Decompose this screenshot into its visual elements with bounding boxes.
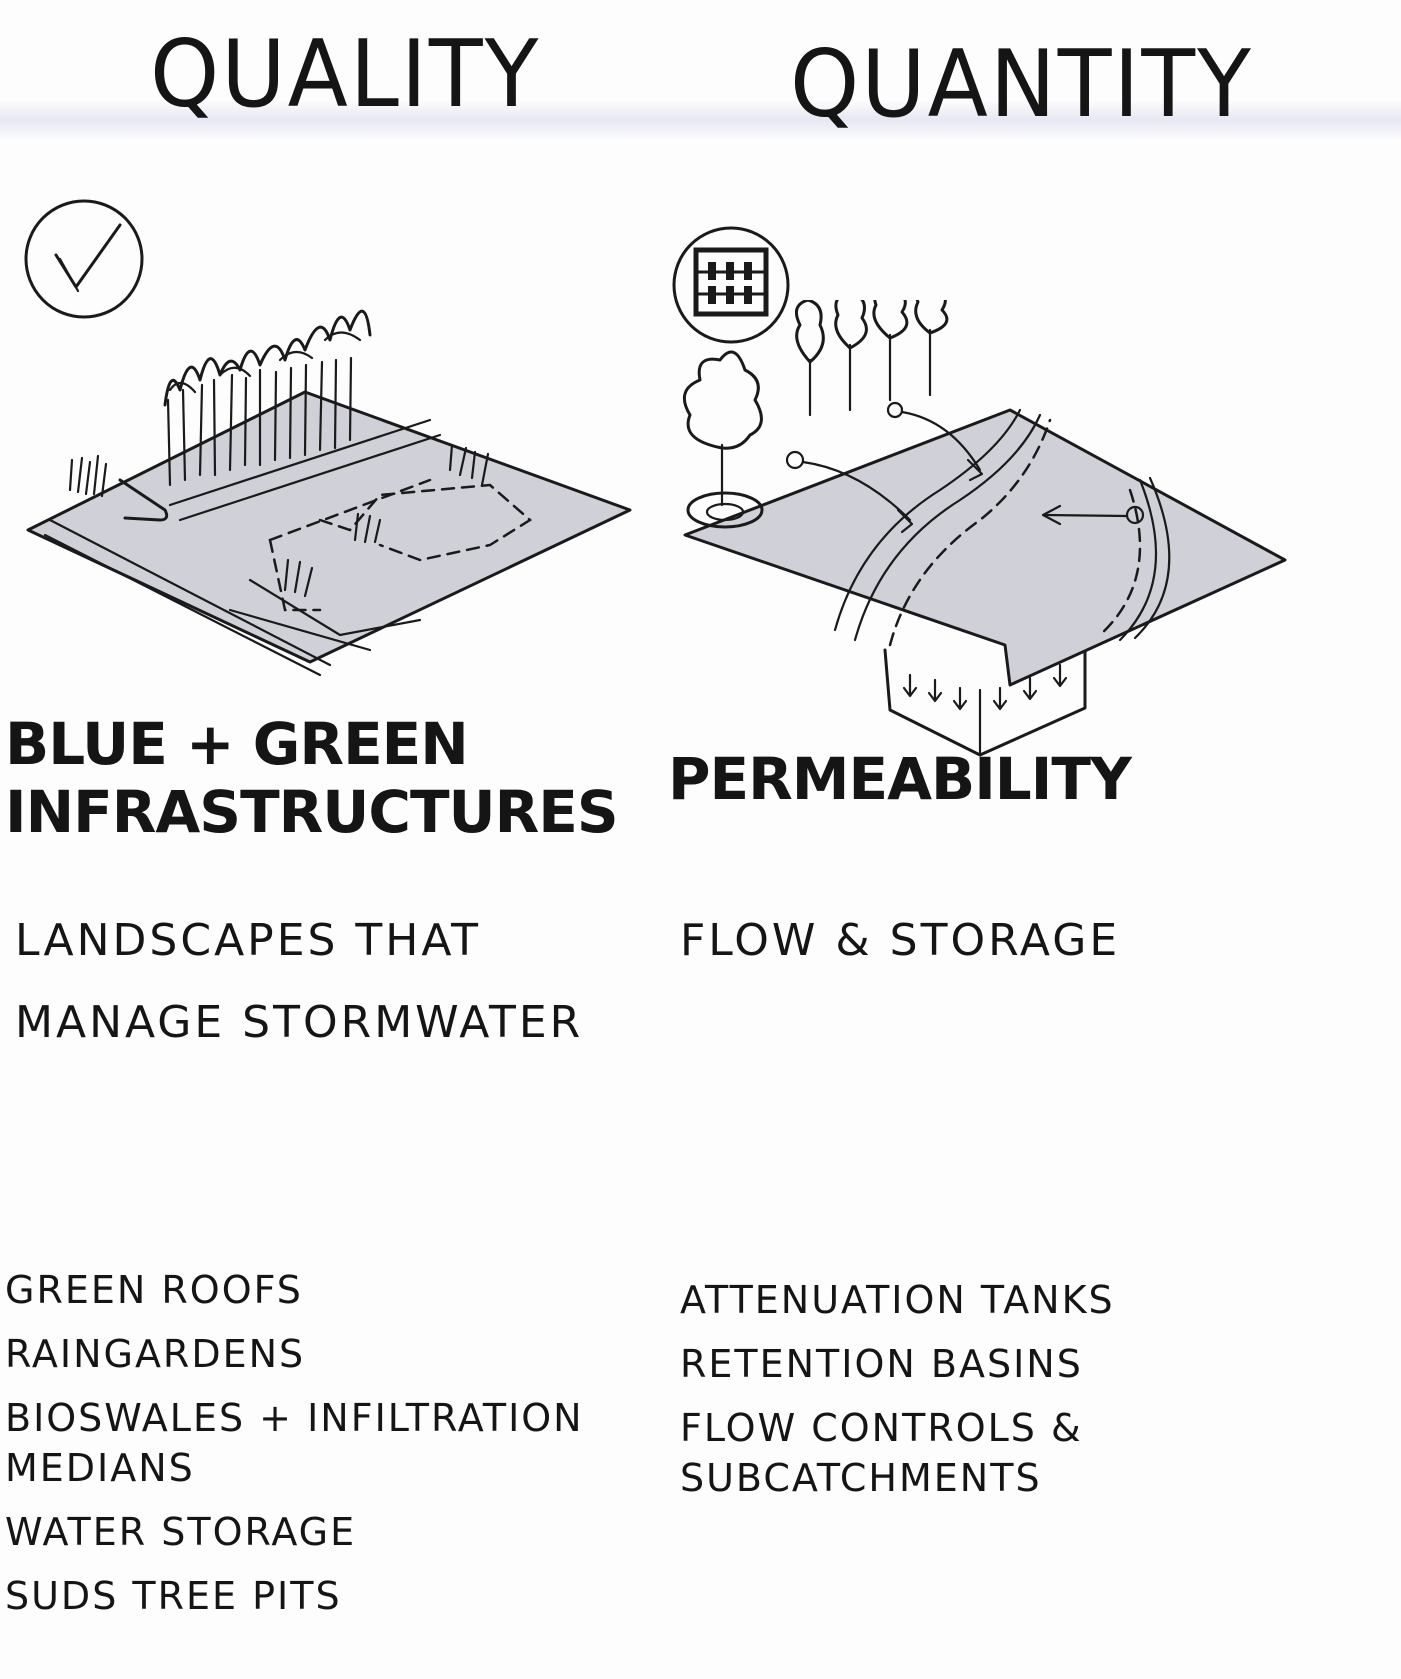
quality-description: LANDSCAPES THAT MANAGE STORMWATER: [15, 900, 583, 1064]
quantity-flow-storage-illustration: [680, 300, 1300, 760]
quality-description-line: LANDSCAPES THAT: [15, 915, 481, 966]
list-item: RETENTION BASINS: [680, 1342, 1083, 1386]
list-item: WATER STORAGE: [5, 1510, 357, 1554]
quantity-description: FLOW & STORAGE: [680, 900, 1120, 982]
list-item: FLOW CONTROLS & SUBCATCHMENTS: [680, 1406, 1083, 1500]
quantity-item-list: ATTENUATION TANKS RETENTION BASINS FLOW …: [680, 1275, 1115, 1517]
list-item: RAINGARDENS: [5, 1332, 306, 1376]
list-item: GREEN ROOFS: [5, 1268, 303, 1312]
list-item: ATTENUATION TANKS: [680, 1278, 1115, 1322]
quantity-subtitle: PERMEABILITY: [668, 745, 1132, 813]
quantity-heading: QUANTITY: [790, 30, 1253, 139]
quality-landscape-illustration: [20, 280, 640, 720]
quality-subtitle: BLUE + GREEN INFRASTRUCTURES: [5, 710, 619, 846]
scan-artifact: [0, 100, 1401, 140]
abacus-icon: [668, 222, 798, 352]
quality-item-list: GREEN ROOFS RAINGARDENS BIOSWALES + INFI…: [5, 1265, 595, 1635]
quality-heading: QUALITY: [150, 20, 541, 129]
check-icon: [20, 195, 150, 325]
list-item: BIOSWALES + INFILTRATION MEDIANS: [5, 1396, 584, 1490]
list-item: SUDS TREE PITS: [5, 1574, 342, 1618]
quantity-description-line: FLOW & STORAGE: [680, 915, 1121, 966]
quality-description-line: MANAGE STORMWATER: [15, 997, 584, 1048]
